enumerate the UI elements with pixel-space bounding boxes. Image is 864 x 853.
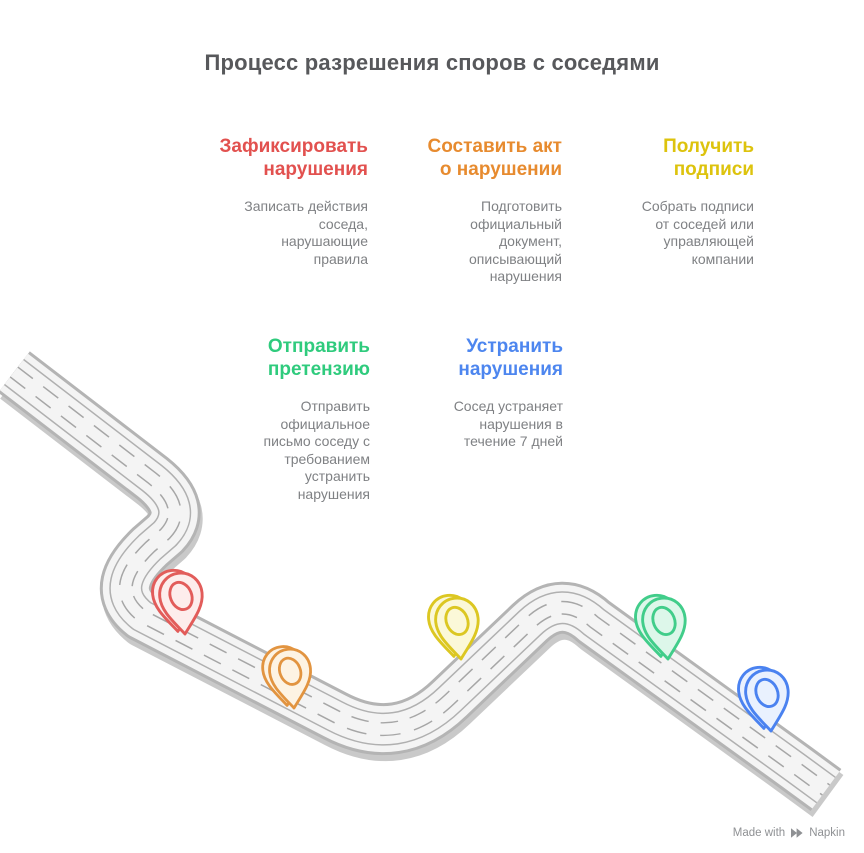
step-2-block: Составить акт о нарушении Подготовить оф… — [417, 135, 562, 286]
step-4-title: Отправить претензию — [267, 336, 370, 380]
step-5-block: Устранить нарушения Сосед устраняет нару… — [435, 335, 563, 451]
made-with-text: Made with — [732, 827, 786, 839]
napkin-badge[interactable]: Made with Napkin — [733, 827, 845, 839]
step-4-description: Отправить официальное письмо соседу с тр… — [263, 398, 370, 502]
step-1-description: Записать действия соседа, нарушающие пра… — [244, 198, 368, 267]
pin-hole — [277, 656, 303, 686]
step-5-title: Устранить нарушения — [458, 336, 563, 380]
road-lane-dash-cover — [10, 367, 830, 795]
step-1-block: Зафиксировать нарушения Записать действи… — [198, 135, 368, 268]
yellow-map-pin-icon — [427, 593, 480, 661]
step-1-title: Зафиксировать нарушения — [219, 136, 368, 180]
pin-hole — [444, 605, 470, 637]
green-map-pin-icon — [634, 593, 687, 661]
blue-map-pin-icon — [737, 665, 790, 733]
step-3-block: Получить подписи Собрать подписи от сосе… — [626, 135, 754, 268]
step-2-title: Составить акт о нарушении — [427, 136, 562, 180]
pin-hole — [651, 605, 677, 637]
step-3-description: Собрать подписи от соседей или управляющ… — [641, 198, 754, 267]
step-3-title: Получить подписи — [663, 136, 754, 180]
napkin-brand-text: Napkin — [809, 827, 845, 839]
pin-hole — [754, 677, 780, 709]
red-map-pin-icon — [151, 568, 204, 636]
orange-map-pin-icon — [261, 645, 312, 710]
pin-hole — [168, 580, 194, 612]
diagram-title: Процесс разрешения споров с соседями — [204, 50, 660, 75]
step-4-block: Отправить претензию Отправить официально… — [246, 335, 370, 503]
step-5-description: Сосед устраняет нарушения в течение 7 дн… — [453, 398, 563, 449]
double-chevron-icon — [791, 828, 803, 838]
winding-road — [0, 351, 844, 817]
step-2-description: Подготовить официальный документ, описыв… — [469, 198, 562, 284]
